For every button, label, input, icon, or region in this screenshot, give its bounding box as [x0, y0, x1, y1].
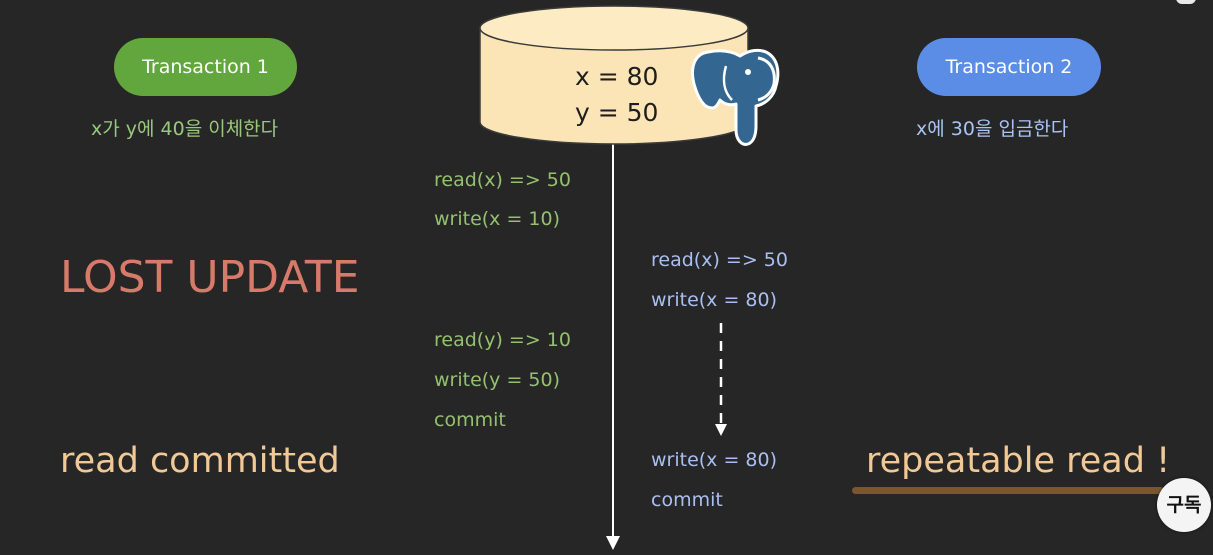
t1-op-commit: commit — [434, 409, 506, 431]
t2-op-write-x-retry: write(x = 80) — [651, 449, 778, 471]
lost-update-heading: LOST UPDATE — [60, 252, 360, 303]
repeatable-read-label: repeatable read ! — [866, 441, 1171, 481]
t2-op-write-x: write(x = 80) — [651, 289, 778, 311]
database-y-value: y = 50 — [575, 98, 659, 127]
t2-op-commit: commit — [651, 489, 723, 511]
t1-op-write-y: write(y = 50) — [434, 369, 561, 391]
wait-arrowhead — [715, 424, 727, 436]
database-cylinder — [479, 5, 749, 145]
corner-indicator — [1176, 0, 1196, 4]
t1-op-read-x: read(x) => 50 — [434, 169, 571, 191]
repeatable-read-underline — [852, 487, 1164, 494]
t2-op-read-x: read(x) => 50 — [651, 249, 788, 271]
subscribe-button[interactable]: 구독 — [1157, 478, 1211, 532]
transaction-1-description: x가 y에 40을 이체한다 — [91, 118, 279, 140]
transaction-2-description: x에 30을 입금한다 — [916, 118, 1069, 140]
read-committed-label: read committed — [60, 441, 340, 481]
transaction-1-badge: Transaction 1 — [114, 38, 297, 96]
transaction-2-badge: Transaction 2 — [917, 38, 1101, 96]
timeline-arrowhead — [606, 536, 620, 550]
postgresql-elephant-icon — [691, 48, 780, 146]
t1-op-write-x: write(x = 10) — [434, 208, 561, 230]
t1-op-read-y: read(y) => 10 — [434, 329, 571, 351]
database-x-value: x = 80 — [575, 62, 659, 91]
